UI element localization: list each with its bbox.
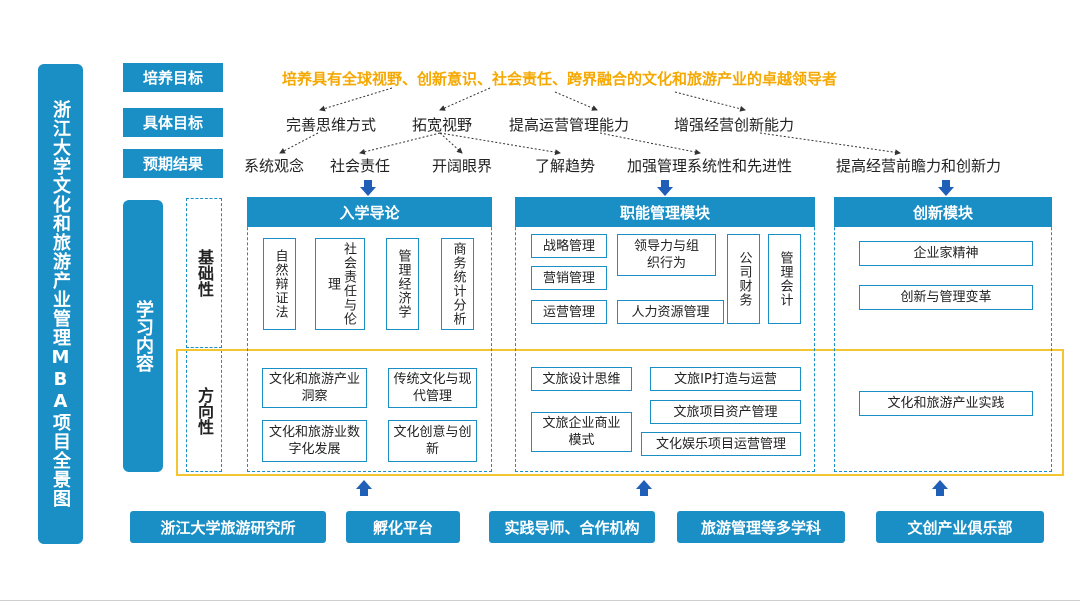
course-leadership: 领导力与组织行为 (617, 234, 716, 276)
course-digital: 文化和旅游业数字化发展 (262, 420, 367, 462)
row-label-cultivation: 培养目标 (123, 63, 223, 92)
course-dialectics: 自然辩证法 (263, 238, 296, 330)
study-content-label: 学习内容 (123, 200, 163, 472)
connector-arrows (279, 87, 901, 156)
arrow-down-icon (360, 180, 376, 196)
arrow-down-icon (938, 180, 954, 196)
support-research-institute: 浙江大学旅游研究所 (130, 511, 326, 543)
result-system: 系统观念 (244, 157, 305, 175)
course-operations: 运营管理 (531, 300, 607, 324)
course-entrepreneurship: 企业家精神 (859, 241, 1033, 266)
course-design-thinking: 文旅设计思维 (531, 367, 632, 391)
course-finance: 公司财务 (727, 234, 760, 324)
level-basic: 基础性 (186, 198, 222, 348)
diagram-title: 浙江大学文化和旅游产业管理MBA项目全景图 (38, 64, 83, 544)
row-label-expected: 预期结果 (123, 149, 223, 178)
course-statistics: 商务统计分析 (441, 238, 474, 330)
arrow-up-icon (636, 480, 652, 496)
support-mentors: 实践导师、合作机构 (489, 511, 655, 543)
arrow-down-icon (657, 180, 673, 196)
course-asset: 文旅项目资产管理 (650, 400, 801, 424)
course-industry-insight: 文化和旅游产业洞察 (262, 368, 367, 408)
course-strategy: 战略管理 (531, 234, 607, 258)
specific-goal-innovation: 增强经营创新能力 (674, 116, 795, 134)
result-horizon: 开阔眼界 (432, 157, 493, 175)
course-change: 创新与管理变革 (859, 285, 1033, 310)
arrow-up-icon (932, 480, 948, 496)
course-marketing: 营销管理 (531, 266, 607, 290)
result-responsibility: 社会责任 (330, 157, 391, 175)
course-business-model: 文旅企业商业模式 (531, 412, 632, 452)
direction-row-highlight (176, 349, 1064, 476)
module-intro-title: 入学导论 (247, 197, 492, 227)
course-accounting: 管理会计 (768, 234, 801, 324)
course-economics: 管理经济学 (386, 238, 419, 330)
course-tradition-management: 传统文化与现代管理 (388, 368, 477, 408)
result-management: 加强管理系统性和先进性 (627, 157, 793, 175)
specific-goal-operation: 提高运营管理能力 (509, 116, 630, 134)
support-disciplines: 旅游管理等多学科 (677, 511, 845, 543)
course-creative: 文化创意与创新 (388, 420, 477, 462)
course-hr: 人力资源管理 (617, 300, 724, 324)
course-ip: 文旅IP打造与运营 (650, 367, 801, 391)
specific-goal-thinking: 完善思维方式 (286, 116, 377, 134)
module-functional-title: 职能管理模块 (515, 197, 815, 227)
module-innovation-title: 创新模块 (834, 197, 1052, 227)
result-foresight: 提高经营前瞻力和创新力 (836, 157, 1002, 175)
arrow-up-icon (356, 480, 372, 496)
row-label-specific: 具体目标 (123, 108, 223, 137)
module-innovation (834, 197, 1052, 472)
footer-divider (0, 600, 1080, 601)
course-practice: 文化和旅游产业实践 (859, 391, 1033, 416)
support-incubator: 孵化平台 (346, 511, 460, 543)
course-entertainment: 文化娱乐项目运营管理 (641, 432, 801, 456)
specific-goal-vision: 拓宽视野 (412, 116, 473, 134)
cultivation-goal: 培养具有全球视野、创新意识、社会责任、跨界融合的文化和旅游产业的卓越领导者 (282, 70, 838, 88)
support-club: 文创产业俱乐部 (876, 511, 1044, 543)
result-trend: 了解趋势 (535, 157, 596, 175)
course-ethics: 社会责任与伦理 (315, 238, 365, 330)
